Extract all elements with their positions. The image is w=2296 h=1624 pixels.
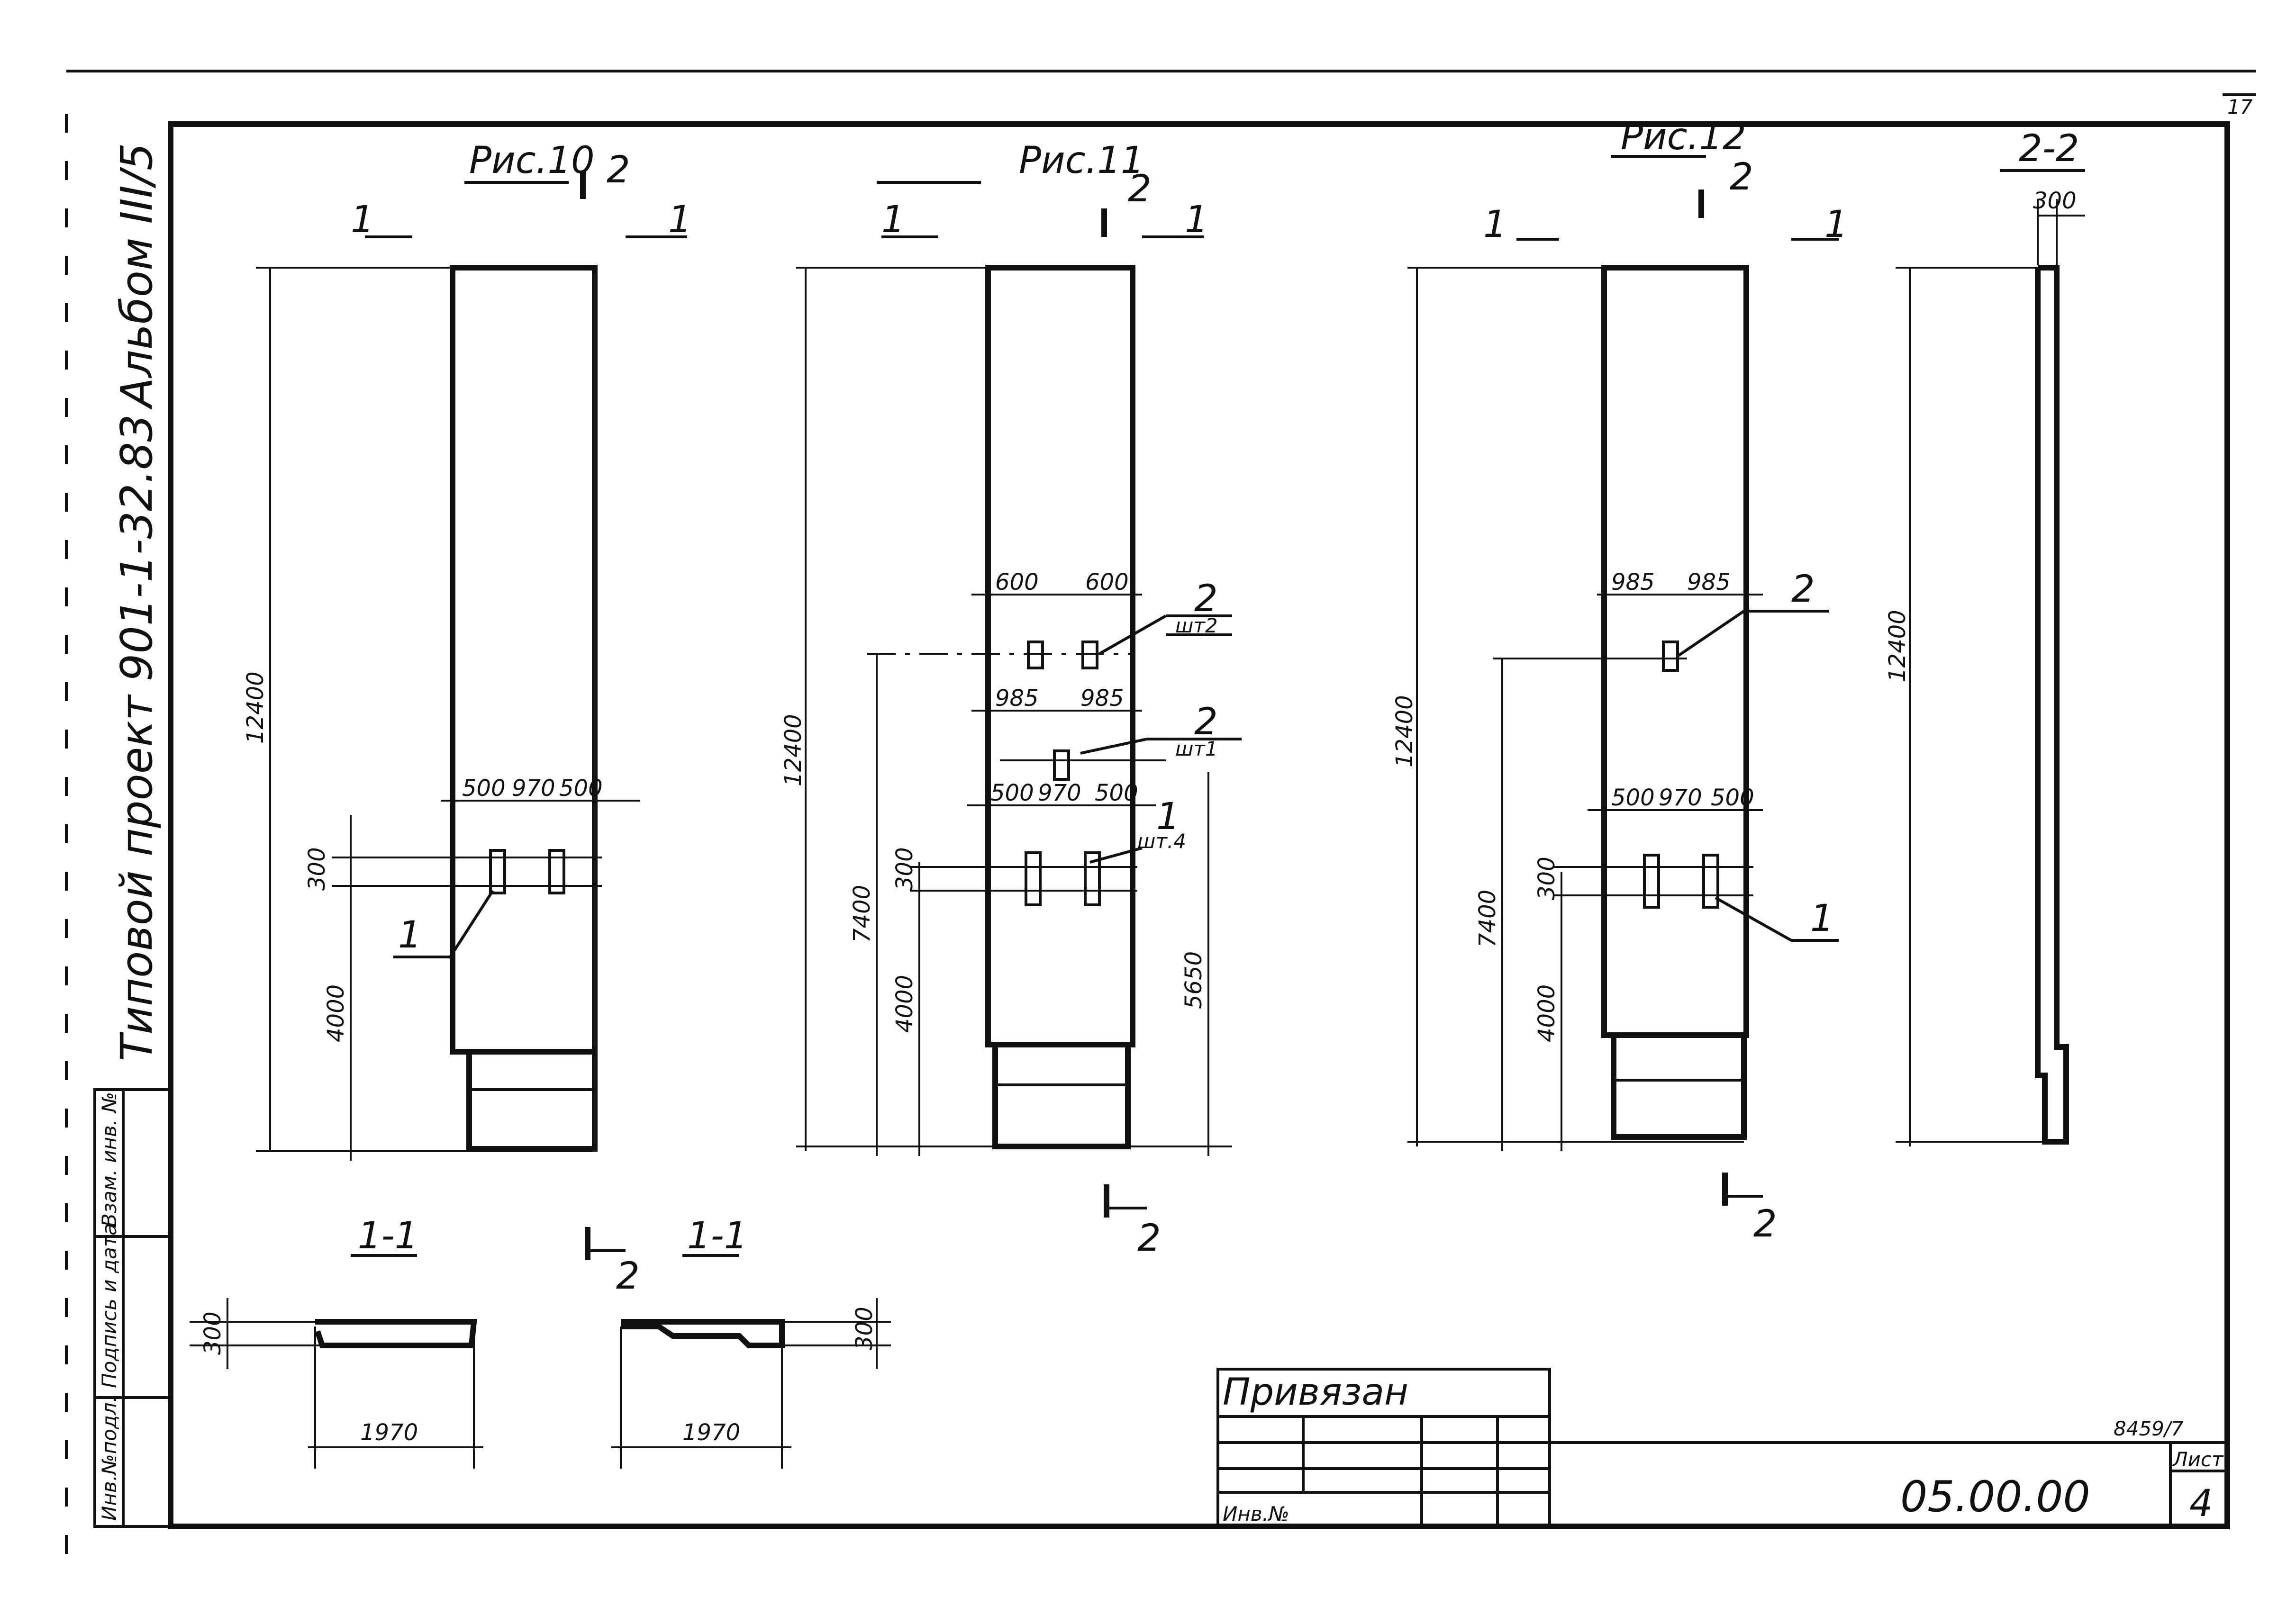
sheet-number: 4 xyxy=(2189,1482,2213,1525)
fig12-callout-1: 1 xyxy=(1810,897,1834,940)
fig11-section-right: 1 xyxy=(1185,198,1208,241)
fig10-small-dim: 300 xyxy=(304,847,330,891)
fig11-callout-1: 1 xyxy=(1156,795,1180,838)
drawing-code: 05.00.00 xyxy=(1900,1472,2090,1522)
section11a-width: 1970 xyxy=(360,1419,418,1446)
drawing-frame xyxy=(168,121,2230,1529)
section-1-1-b xyxy=(585,1227,891,1469)
section11a-title: 1-1 xyxy=(358,1215,418,1257)
section11b-title: 1-1 xyxy=(687,1215,747,1257)
fig10-height-dim: 12400 xyxy=(242,671,269,744)
plate-marks-10 xyxy=(489,849,565,894)
sheet-label: Лист xyxy=(2172,1448,2224,1471)
archive-number: 8459/7 xyxy=(2114,1417,2184,1440)
fig10-callout-1: 1 xyxy=(398,914,422,956)
fig11-top-dim-right: 600 xyxy=(1085,569,1129,595)
fig11-callout-2b-qty: шт1 xyxy=(1175,737,1218,760)
fig12-low-dim-right: 500 xyxy=(1711,785,1754,811)
fig11-low-dim-mid: 970 xyxy=(1038,780,1081,806)
stamp-cell-signature-label: Подпись и дата xyxy=(98,1223,121,1388)
project-label: Типовой проект 901-1-32.83 xyxy=(111,414,162,1061)
title-block xyxy=(1216,1368,2227,1528)
fig12-section-2: 2 xyxy=(1730,156,1753,198)
fig10-dim-left: 500 xyxy=(462,775,506,802)
plate-marks-11 xyxy=(1025,641,1101,906)
bound-label: Привязан xyxy=(1223,1371,1408,1414)
fig11-dim-7400: 7400 xyxy=(849,885,875,943)
stamp-cell-inv-label: Инв.№подл. xyxy=(98,1396,121,1521)
inv-label: Инв.№ xyxy=(1223,1502,1289,1525)
fig12-title: Рис.12 xyxy=(1621,116,1746,158)
fig10-section-left: 1 xyxy=(351,198,374,241)
fig12-section-left: 1 xyxy=(1483,203,1507,246)
section11b-thickness: 300 xyxy=(851,1307,878,1350)
fig12-dim-4000: 4000 xyxy=(1534,984,1560,1042)
fig10-section-2: 2 xyxy=(607,149,630,191)
section-1-1-a xyxy=(190,1254,483,1469)
fig11-callout-2a: 2 xyxy=(1194,577,1218,620)
fig12-top-dim-left: 985 xyxy=(1611,569,1655,595)
fig11-callout-2b: 2 xyxy=(1194,701,1218,743)
section11b-arrow-2: 2 xyxy=(616,1255,640,1298)
fig11-dim-300: 300 xyxy=(891,847,918,891)
fig12-dim-300: 300 xyxy=(1534,857,1560,900)
section22-height: 12400 xyxy=(1884,610,1911,682)
fig11-height-dim: 12400 xyxy=(780,714,807,786)
fig12-low-dim-mid: 970 xyxy=(1659,785,1702,811)
section11a-thickness: 300 xyxy=(200,1311,226,1355)
fig11-section-2: 2 xyxy=(1128,168,1152,210)
fig12-height-dim: 12400 xyxy=(1391,695,1418,767)
figure-11 xyxy=(796,181,1242,1218)
fig11-section-left: 1 xyxy=(881,198,905,241)
fig11-arrow-2: 2 xyxy=(1137,1217,1161,1260)
corner-mark: 17 xyxy=(2227,95,2253,118)
fig11-mid-dim-right: 985 xyxy=(1080,685,1124,712)
fig10-title: Рис.10 xyxy=(469,139,595,182)
fig11-callout-2a-qty: шт2 xyxy=(1175,614,1218,637)
fig11-callout-1-qty: шт.4 xyxy=(1137,830,1186,853)
fig12-callout-2: 2 xyxy=(1791,568,1815,611)
figure-12 xyxy=(1407,155,1839,1206)
fig10-dim-right: 500 xyxy=(559,775,603,802)
fig11-mid-dim-left: 985 xyxy=(995,685,1039,712)
figure-10 xyxy=(256,171,687,1161)
section11b-width: 1970 xyxy=(682,1419,740,1446)
fig11-low-dim-left: 500 xyxy=(990,780,1034,806)
fig12-low-dim-left: 500 xyxy=(1611,785,1655,811)
section22-width: 300 xyxy=(2033,188,2077,214)
fig12-arrow-2: 2 xyxy=(1753,1203,1777,1245)
fig10-lower-dim: 4000 xyxy=(323,984,349,1042)
side-stamp xyxy=(93,1088,172,1528)
section-2-2 xyxy=(1896,169,2085,1146)
fig11-dim-5650: 5650 xyxy=(1180,951,1207,1009)
album-label: Альбом III/5 xyxy=(111,143,162,410)
fig11-low-dim-right: 500 xyxy=(1095,780,1138,806)
fig11-title: Рис.11 xyxy=(1019,139,1144,182)
section22-title: 2-2 xyxy=(2019,127,2079,170)
fig12-dim-7400: 7400 xyxy=(1474,890,1501,947)
fig12-top-dim-right: 985 xyxy=(1687,569,1731,595)
fig11-dim-4000: 4000 xyxy=(891,975,918,1033)
stamp-cell-replacement-label: Взам. инв. № xyxy=(98,1092,121,1227)
fig12-section-right: 1 xyxy=(1824,203,1848,246)
fig11-top-dim-left: 600 xyxy=(995,569,1039,595)
fig10-dim-mid: 970 xyxy=(512,775,555,802)
fig10-section-right: 1 xyxy=(668,198,692,241)
